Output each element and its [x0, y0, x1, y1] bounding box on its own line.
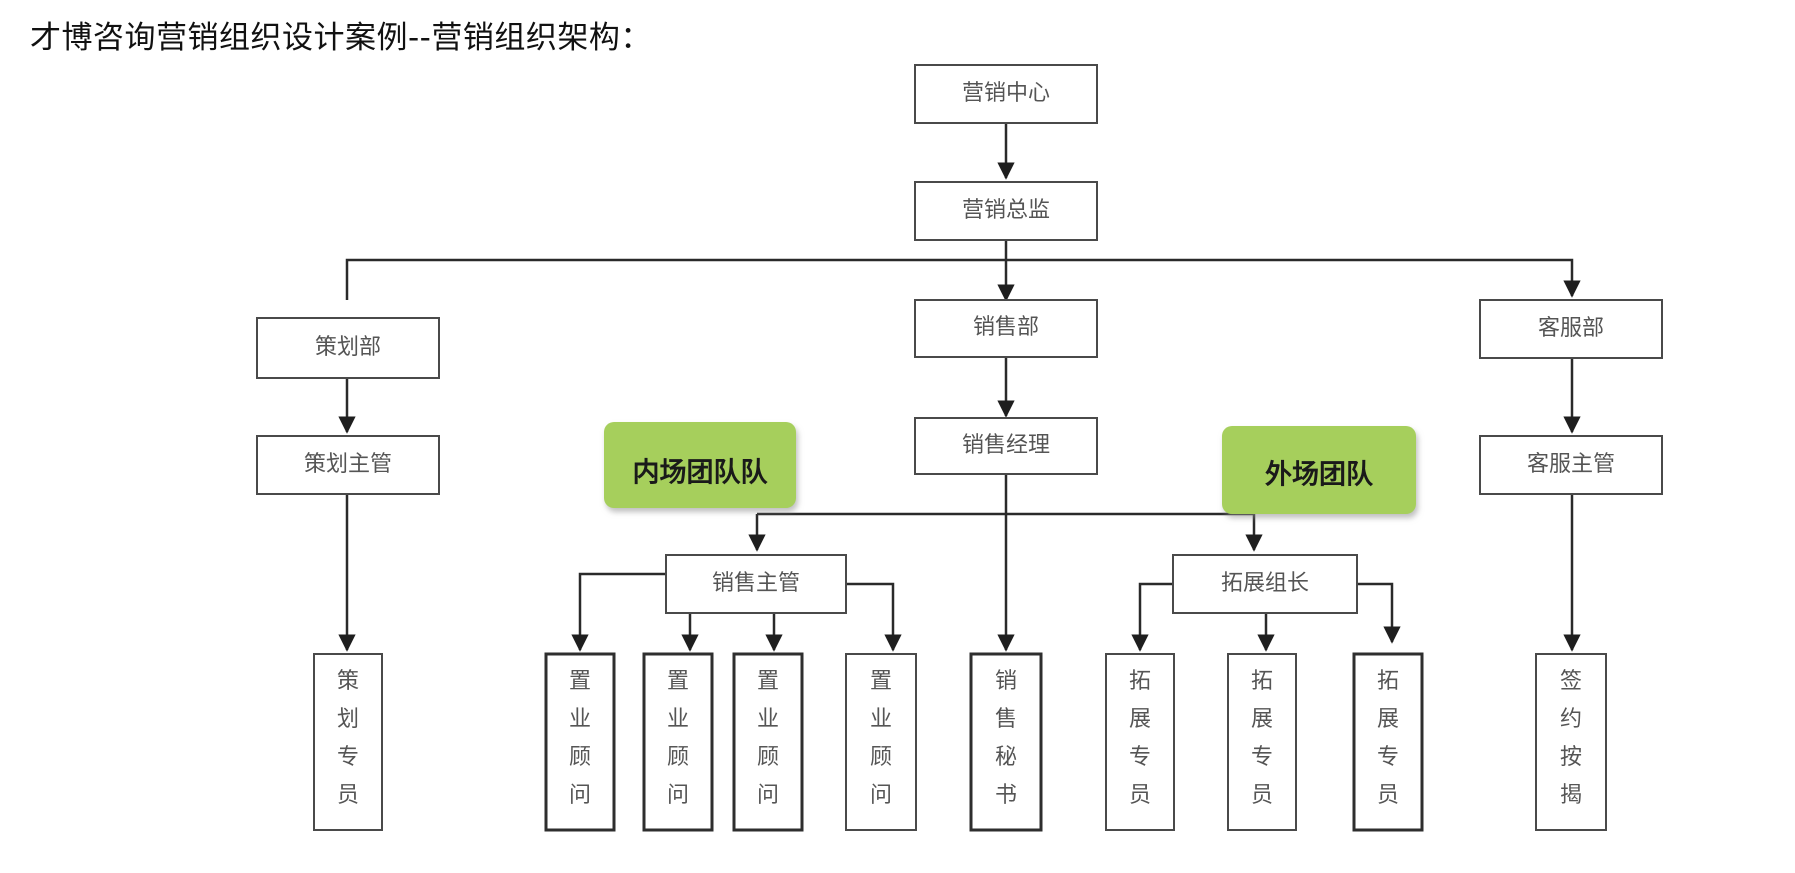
leaf-label-char: 员 — [1377, 783, 1399, 808]
node-label: 策划部 — [315, 335, 381, 360]
leaf-label-char: 拓 — [1377, 669, 1399, 694]
connector-to-expansion-3 — [1357, 582, 1401, 644]
leaf-label-char: 置 — [667, 669, 689, 694]
leaf-label-char: 员 — [337, 783, 359, 808]
leaf-label-char: 专 — [337, 745, 359, 770]
leaf-label-char: 书 — [995, 783, 1017, 808]
leaf-label-char: 策 — [337, 669, 359, 694]
leaf-label-char: 业 — [569, 707, 591, 732]
leaf-label-char: 展 — [1129, 707, 1151, 732]
node-label: 策划主管 — [304, 452, 392, 477]
connector-to-expansion-1 — [1131, 582, 1173, 652]
connector-to-consultant-1 — [571, 572, 666, 652]
leaf-label-char: 业 — [870, 707, 892, 732]
team-outer: 外场团队 — [1222, 426, 1416, 514]
node-label: 营销中心 — [962, 81, 1050, 106]
leaf-label-char: 问 — [667, 783, 689, 808]
leaf-label-char: 专 — [1129, 745, 1151, 770]
leaf-label-char: 按 — [1560, 745, 1582, 770]
node-sales-supervisor: 销售主管 — [665, 554, 847, 614]
leaf-label-char: 顾 — [569, 745, 591, 770]
connector-director-branches — [345, 258, 1581, 300]
page-title: 才博咨询营销组织设计案例--营销组织架构： — [30, 20, 652, 56]
leaf-label-char: 销 — [995, 669, 1017, 694]
leaf-label-char: 顾 — [870, 745, 892, 770]
leaf-label-char: 员 — [1129, 783, 1151, 808]
leaf-label-char: 顾 — [667, 745, 689, 770]
node-marketing-director: 营销总监 — [914, 181, 1098, 241]
node-planning-dept: 策划部 — [256, 317, 440, 379]
connectors — [338, 123, 1581, 652]
node-label: 拓展组长 — [1221, 571, 1309, 596]
leaf-label-char: 员 — [1251, 783, 1273, 808]
node-service-supervisor: 客服主管 — [1479, 435, 1663, 495]
team-label: 外场团队 — [1265, 460, 1374, 491]
leaf-label-char: 问 — [870, 783, 892, 808]
node-planning-supervisor: 策划主管 — [256, 435, 440, 495]
node-label: 营销总监 — [962, 198, 1050, 223]
node-label: 销售经理 — [962, 433, 1050, 458]
leaf-label-char: 展 — [1251, 707, 1273, 732]
node-service-dept: 客服部 — [1479, 299, 1663, 359]
node-label: 销售部 — [973, 315, 1039, 340]
node-expansion-leader: 拓展组长 — [1172, 554, 1358, 614]
leaf-label-char: 秘 — [995, 745, 1017, 770]
node-marketing-center: 营销中心 — [914, 64, 1098, 124]
leaf-label-char: 问 — [757, 783, 779, 808]
leaf-label-char: 拓 — [1129, 669, 1151, 694]
team-label: 内场团队队 — [633, 458, 769, 489]
leaf-label-char: 顾 — [757, 745, 779, 770]
leaf-label-char: 揭 — [1560, 783, 1582, 808]
leaf-label-char: 置 — [757, 669, 779, 694]
leaf-label-char: 约 — [1560, 707, 1582, 732]
leaf-label-char: 专 — [1377, 745, 1399, 770]
node-label: 客服部 — [1538, 316, 1604, 341]
leaf-label-char: 划 — [337, 707, 359, 732]
leaf-label-char: 专 — [1251, 745, 1273, 770]
node-label: 客服主管 — [1527, 452, 1615, 477]
leaf-label-char: 业 — [667, 707, 689, 732]
node-sales-dept: 销售部 — [914, 299, 1098, 358]
leaf-label-char: 置 — [870, 669, 892, 694]
node-sales-manager: 销售经理 — [914, 417, 1098, 475]
leaf-label-char: 售 — [995, 707, 1017, 732]
leaf-label-char: 拓 — [1251, 669, 1273, 694]
connector-to-consultant-4 — [846, 582, 902, 652]
team-inner: 内场团队队 — [604, 422, 796, 508]
node-label: 销售主管 — [712, 571, 800, 596]
leaf-label-char: 问 — [569, 783, 591, 808]
leaf-label-char: 签 — [1560, 669, 1582, 694]
leaf-label-char: 置 — [569, 669, 591, 694]
leaf-label-char: 展 — [1377, 707, 1399, 732]
leaf-label-char: 业 — [757, 707, 779, 732]
